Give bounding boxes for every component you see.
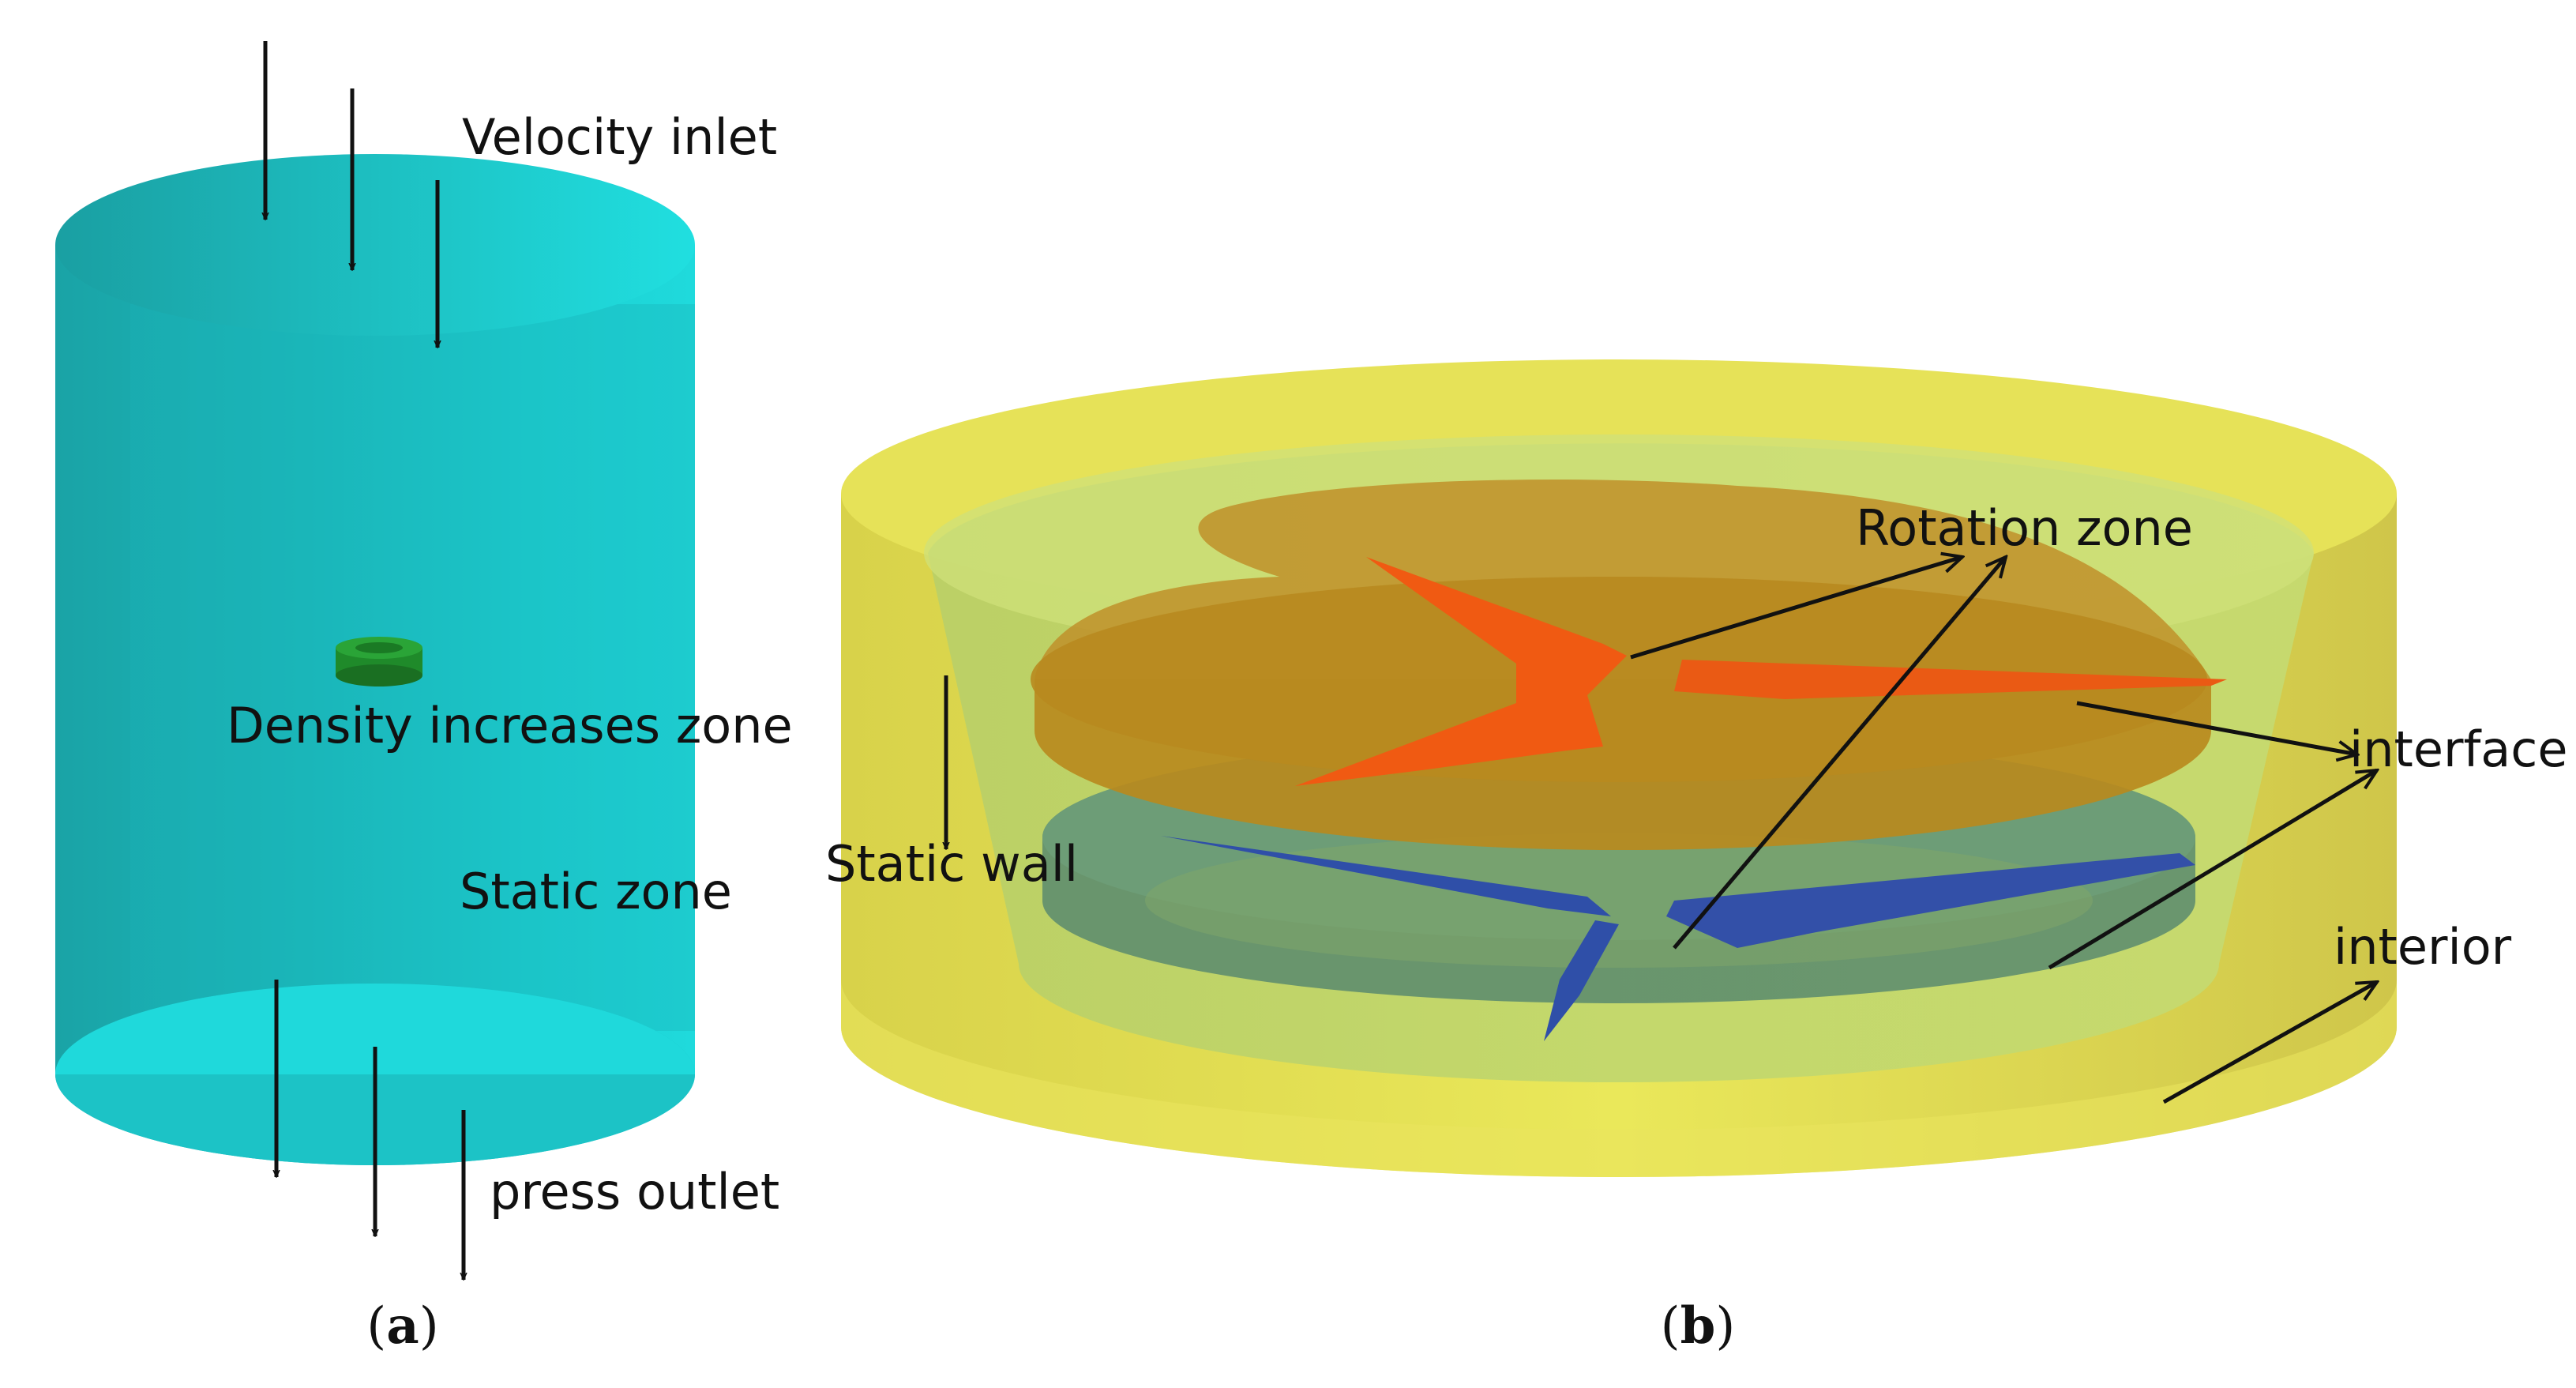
arrow-rotation-zone-1 (1630, 557, 1962, 660)
label-interior: interior (2334, 918, 2512, 976)
arrow-rotation-zone-2 (1673, 557, 2006, 950)
arrow-interior (2162, 982, 2377, 1104)
outlet-arrows (276, 980, 464, 1280)
density-disk (336, 637, 422, 686)
label-interface: interface (2349, 720, 2568, 778)
arrow-interface-1 (2076, 701, 2357, 754)
label-rotation-zone: Rotation zone (1856, 499, 2193, 557)
cylinder-top-face (55, 154, 695, 336)
lower-blade-1 (1161, 836, 1611, 916)
label-velocity-inlet: Velocity inlet (462, 108, 777, 166)
caption-b: (b) (1661, 1296, 1736, 1356)
lower-rotor-disc (1145, 833, 2093, 968)
annotation-arrows (946, 557, 2377, 1104)
outer-bottom-rim (841, 980, 2397, 1177)
cylinder-bottom-rim (55, 984, 695, 1074)
label-static-wall: Static wall (825, 835, 1078, 893)
panel-b: Rotation zone Static wall interface inte… (825, 359, 2568, 1356)
inlet-arrows (265, 41, 437, 348)
upper-blade-2 (1674, 660, 2227, 699)
upper-rotor-disc (1031, 577, 2207, 782)
label-density-increases-zone: Density increases zone (227, 697, 793, 754)
caption-a: (a) (366, 1296, 438, 1356)
panel-a: Velocity inlet Density increases zone St… (55, 41, 793, 1356)
lower-blade-3 (1544, 920, 1619, 1041)
label-press-outlet: press outlet (490, 1163, 779, 1221)
lower-blade-2 (1666, 853, 2195, 948)
cylinder-body (55, 245, 695, 1165)
upper-blade-1 (1295, 557, 1627, 786)
upper-rotor (1031, 480, 2227, 851)
label-static-zone: Static zone (460, 863, 732, 920)
arrow-interface-2 (2048, 770, 2377, 970)
